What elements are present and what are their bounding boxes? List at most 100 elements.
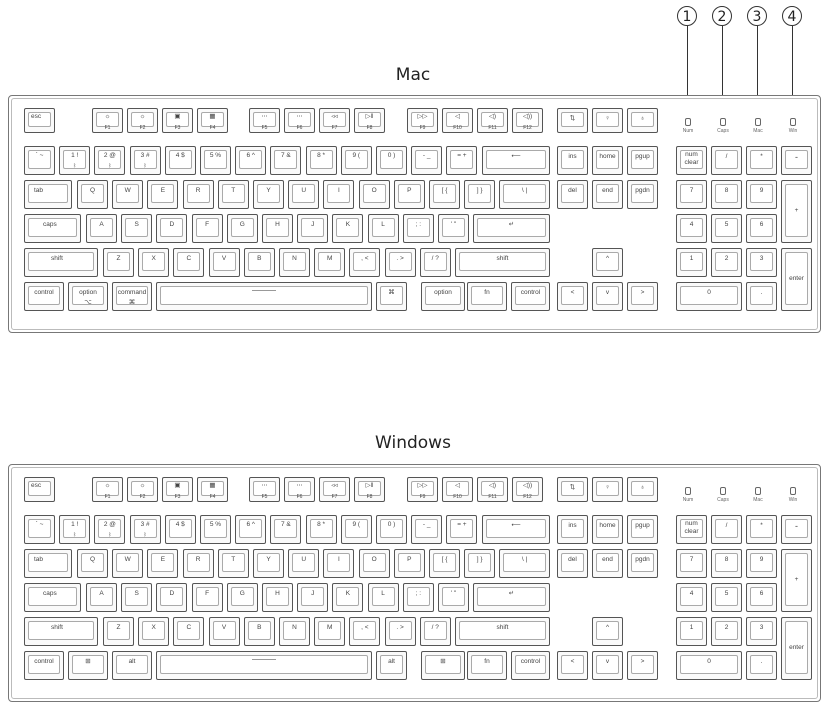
right-shift-key[interactable]: shift <box>455 248 550 277</box>
letter-key[interactable]: D <box>156 214 188 243</box>
number-row-key[interactable]: 8 * <box>305 146 337 175</box>
pgdn-key[interactable]: pgdn <box>627 180 658 209</box>
f7-key[interactable]: ◃◃F7 <box>319 108 350 133</box>
f6-key[interactable]: ⋯F6 <box>284 108 315 133</box>
letter-key[interactable]: I <box>323 549 355 578</box>
letter-key[interactable]: ; : <box>402 214 434 243</box>
letter-key[interactable]: ] } <box>464 549 496 578</box>
fn-key[interactable]: fn <box>467 651 507 680</box>
caps-key[interactable]: caps <box>24 214 81 243</box>
numpad-divide-key[interactable]: / <box>711 146 742 175</box>
mic-key[interactable]: ♀ <box>592 477 623 502</box>
numpad-enter-key[interactable]: enter <box>781 617 812 680</box>
light-key[interactable]: ♁ <box>627 477 658 502</box>
letter-key[interactable]: G <box>226 583 258 612</box>
letter-key[interactable]: G <box>226 214 258 243</box>
letter-key[interactable]: E <box>147 180 179 209</box>
number-row-key[interactable]: - _ <box>411 146 443 175</box>
numpad-decimal-key[interactable]: . <box>746 282 777 311</box>
f9-key[interactable]: ▷▷F9 <box>407 477 438 502</box>
right-control-key[interactable]: control <box>511 282 550 311</box>
letter-key[interactable]: M <box>314 617 346 646</box>
numpad-5-key[interactable]: 5 <box>711 583 742 612</box>
caps-key[interactable]: caps <box>24 583 81 612</box>
numpad-multiply-key[interactable]: * <box>746 515 777 544</box>
letter-key[interactable]: A <box>86 214 117 243</box>
numpad-add-key[interactable]: + <box>781 180 812 243</box>
numpad-1-key[interactable]: 1 <box>676 617 707 646</box>
f5-key[interactable]: ⋯F5 <box>249 477 280 502</box>
numpad-6-key[interactable]: 6 <box>746 583 777 612</box>
ins-key[interactable]: ins <box>557 146 588 175</box>
letter-key[interactable]: T <box>217 180 249 209</box>
numpad-3-key[interactable]: 3 <box>746 617 777 646</box>
esc-key[interactable]: esc <box>24 477 55 502</box>
letter-key[interactable]: [ { <box>429 180 460 209</box>
right-control-key[interactable]: control <box>511 651 550 680</box>
left-shift-key[interactable]: shift <box>24 617 98 646</box>
letter-key[interactable]: W <box>112 180 144 209</box>
numpad-8-key[interactable]: 8 <box>711 549 742 578</box>
letter-key[interactable]: D <box>156 583 188 612</box>
letter-key[interactable]: S <box>121 583 153 612</box>
left-control-key[interactable]: control <box>24 282 64 311</box>
letter-key[interactable]: , < <box>349 248 381 277</box>
snapshot-key[interactable]: ⇅ <box>557 108 588 133</box>
letter-key[interactable]: B <box>243 248 275 277</box>
letter-key[interactable]: N <box>279 248 310 277</box>
number-row-key[interactable]: 4 $ <box>164 146 196 175</box>
numpad-divide-key[interactable]: / <box>711 515 742 544</box>
spacebar-key[interactable] <box>156 282 372 311</box>
f10-key[interactable]: ◁F10 <box>442 108 473 133</box>
letter-key[interactable]: L <box>367 583 399 612</box>
f6-key[interactable]: ⋯F6 <box>284 477 315 502</box>
f1-key[interactable]: ☼F1 <box>92 477 123 502</box>
del-key[interactable]: del <box>557 180 588 209</box>
arrow-right-key[interactable]: > <box>627 651 658 680</box>
end-key[interactable]: end <box>592 549 623 578</box>
letter-key[interactable]: C <box>173 617 205 646</box>
left-mod2-key[interactable]: command⌘ <box>112 282 152 311</box>
letter-key[interactable]: U <box>288 180 320 209</box>
right-mod4-key[interactable]: option <box>421 282 465 311</box>
mic-key[interactable]: ♀ <box>592 108 623 133</box>
arrow-left-key[interactable]: < <box>557 651 588 680</box>
right-shift-key[interactable]: shift <box>455 617 550 646</box>
backslash-key[interactable]: \ | <box>499 180 550 209</box>
letter-key[interactable]: . > <box>384 617 416 646</box>
letter-key[interactable]: P <box>393 549 425 578</box>
letter-key[interactable]: H <box>262 583 293 612</box>
numpad-4-key[interactable]: 4 <box>676 583 707 612</box>
f11-key[interactable]: ◁)F11 <box>477 477 508 502</box>
number-row-key[interactable]: 2 @ᛒ <box>94 146 126 175</box>
letter-key[interactable]: A <box>86 583 117 612</box>
numpad-multiply-key[interactable]: * <box>746 146 777 175</box>
backspace-key[interactable]: ⟵ <box>482 515 550 544</box>
numpad-decimal-key[interactable]: . <box>746 651 777 680</box>
letter-key[interactable]: M <box>314 248 346 277</box>
number-row-key[interactable]: 9 ( <box>340 515 372 544</box>
numpad-9-key[interactable]: 9 <box>746 180 777 209</box>
number-row-key[interactable]: 6 ^ <box>235 146 267 175</box>
number-row-key[interactable]: - _ <box>411 515 443 544</box>
f8-key[interactable]: ▷‖F8 <box>354 477 385 502</box>
letter-key[interactable]: Y <box>253 549 284 578</box>
number-row-key[interactable]: 4 $ <box>164 515 196 544</box>
enter-key[interactable]: ↵ <box>473 214 550 243</box>
letter-key[interactable]: L <box>367 214 399 243</box>
num-clear-key[interactable]: num clear <box>676 146 707 175</box>
letter-key[interactable]: Q <box>77 180 108 209</box>
left-mod1-key[interactable]: ⊞ <box>68 651 108 680</box>
right-mod4-key[interactable]: ⊞ <box>421 651 465 680</box>
f7-key[interactable]: ◃◃F7 <box>319 477 350 502</box>
f4-key[interactable]: ▦F4 <box>197 108 228 133</box>
fn-key[interactable]: fn <box>467 282 507 311</box>
number-row-key[interactable]: 2 @ᛒ <box>94 515 126 544</box>
numpad-enter-key[interactable]: enter <box>781 248 812 311</box>
letter-key[interactable]: X <box>138 248 170 277</box>
letter-key[interactable]: ; : <box>402 583 434 612</box>
f11-key[interactable]: ◁)F11 <box>477 108 508 133</box>
enter-key[interactable]: ↵ <box>473 583 550 612</box>
ins-key[interactable]: ins <box>557 515 588 544</box>
end-key[interactable]: end <box>592 180 623 209</box>
